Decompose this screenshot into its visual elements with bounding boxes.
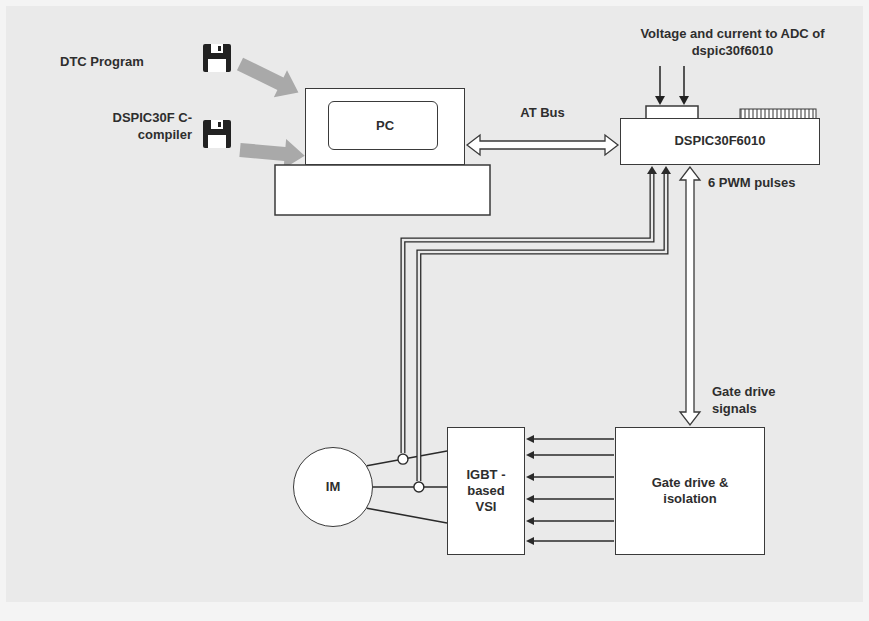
gate-line	[533, 454, 614, 455]
gate-signal-arrow	[526, 451, 614, 459]
text-stack: IGBT -based VSI	[458, 467, 514, 516]
node-text: Gate drive & isolation	[638, 475, 742, 508]
arrow-head	[526, 473, 534, 481]
induction-motor: IM	[293, 447, 373, 527]
node-text: PC	[376, 118, 394, 134]
arrow-head	[661, 166, 671, 174]
grey-arrow	[233, 51, 305, 106]
text-stack: Gate drive & isolation	[638, 475, 742, 508]
dspic-board: DSPIC30F6010	[620, 118, 820, 165]
gate-signal-arrow	[526, 517, 614, 525]
text-stack: DSPIC30F6010	[674, 133, 765, 149]
inverter-box: IGBT -based VSI	[447, 427, 525, 555]
gate-line	[533, 476, 614, 477]
gate-signal-arrow	[526, 495, 614, 503]
adc-note: Voltage and current to ADC of dspic30f60…	[640, 26, 825, 60]
pwm-arrow	[680, 167, 700, 425]
arrow-head	[647, 166, 657, 174]
motor-wire	[367, 508, 447, 523]
software-label: DSPIC30F C-compiler	[100, 110, 192, 144]
arrow-head	[526, 451, 534, 459]
gate-line	[533, 498, 614, 499]
gate-signal-arrow	[526, 435, 614, 443]
gate-line	[533, 438, 614, 439]
arrow-head	[526, 537, 534, 545]
node-text: DSPIC30F6010	[674, 133, 765, 149]
gate-line	[533, 520, 614, 521]
gate-signal-arrow	[526, 537, 614, 545]
node-text: IGBT -based VSI	[458, 467, 514, 516]
adc-input-arrow	[655, 66, 689, 105]
arrow-head	[526, 495, 534, 503]
floppy-icon	[203, 120, 231, 148]
sensor-line-inner	[403, 173, 652, 453]
bus-arrow	[467, 135, 618, 155]
gate-line	[533, 540, 614, 541]
bus-label: AT Bus	[518, 105, 567, 122]
bus-label: 6 PWM pulses	[706, 175, 797, 192]
current-sensor	[398, 454, 408, 464]
pc-monitor: PC	[305, 88, 465, 165]
arrow-head	[526, 517, 534, 525]
node-text: IM	[326, 479, 340, 495]
pc-base	[275, 165, 490, 215]
text-stack: PC	[376, 118, 394, 134]
arrow-head	[526, 435, 534, 443]
signal-label: Gate drive signals	[712, 384, 812, 418]
sensor-line	[403, 173, 652, 453]
software-label: DTC Program	[60, 54, 190, 71]
gate-signal-arrow	[526, 473, 614, 481]
motor-wire	[367, 451, 447, 466]
motor-wire	[373, 486, 447, 488]
text-stack: IM	[326, 479, 340, 495]
floppy-icon	[203, 44, 231, 72]
gate-drive-box: Gate drive & isolation	[615, 427, 765, 555]
current-sensor	[414, 482, 424, 492]
